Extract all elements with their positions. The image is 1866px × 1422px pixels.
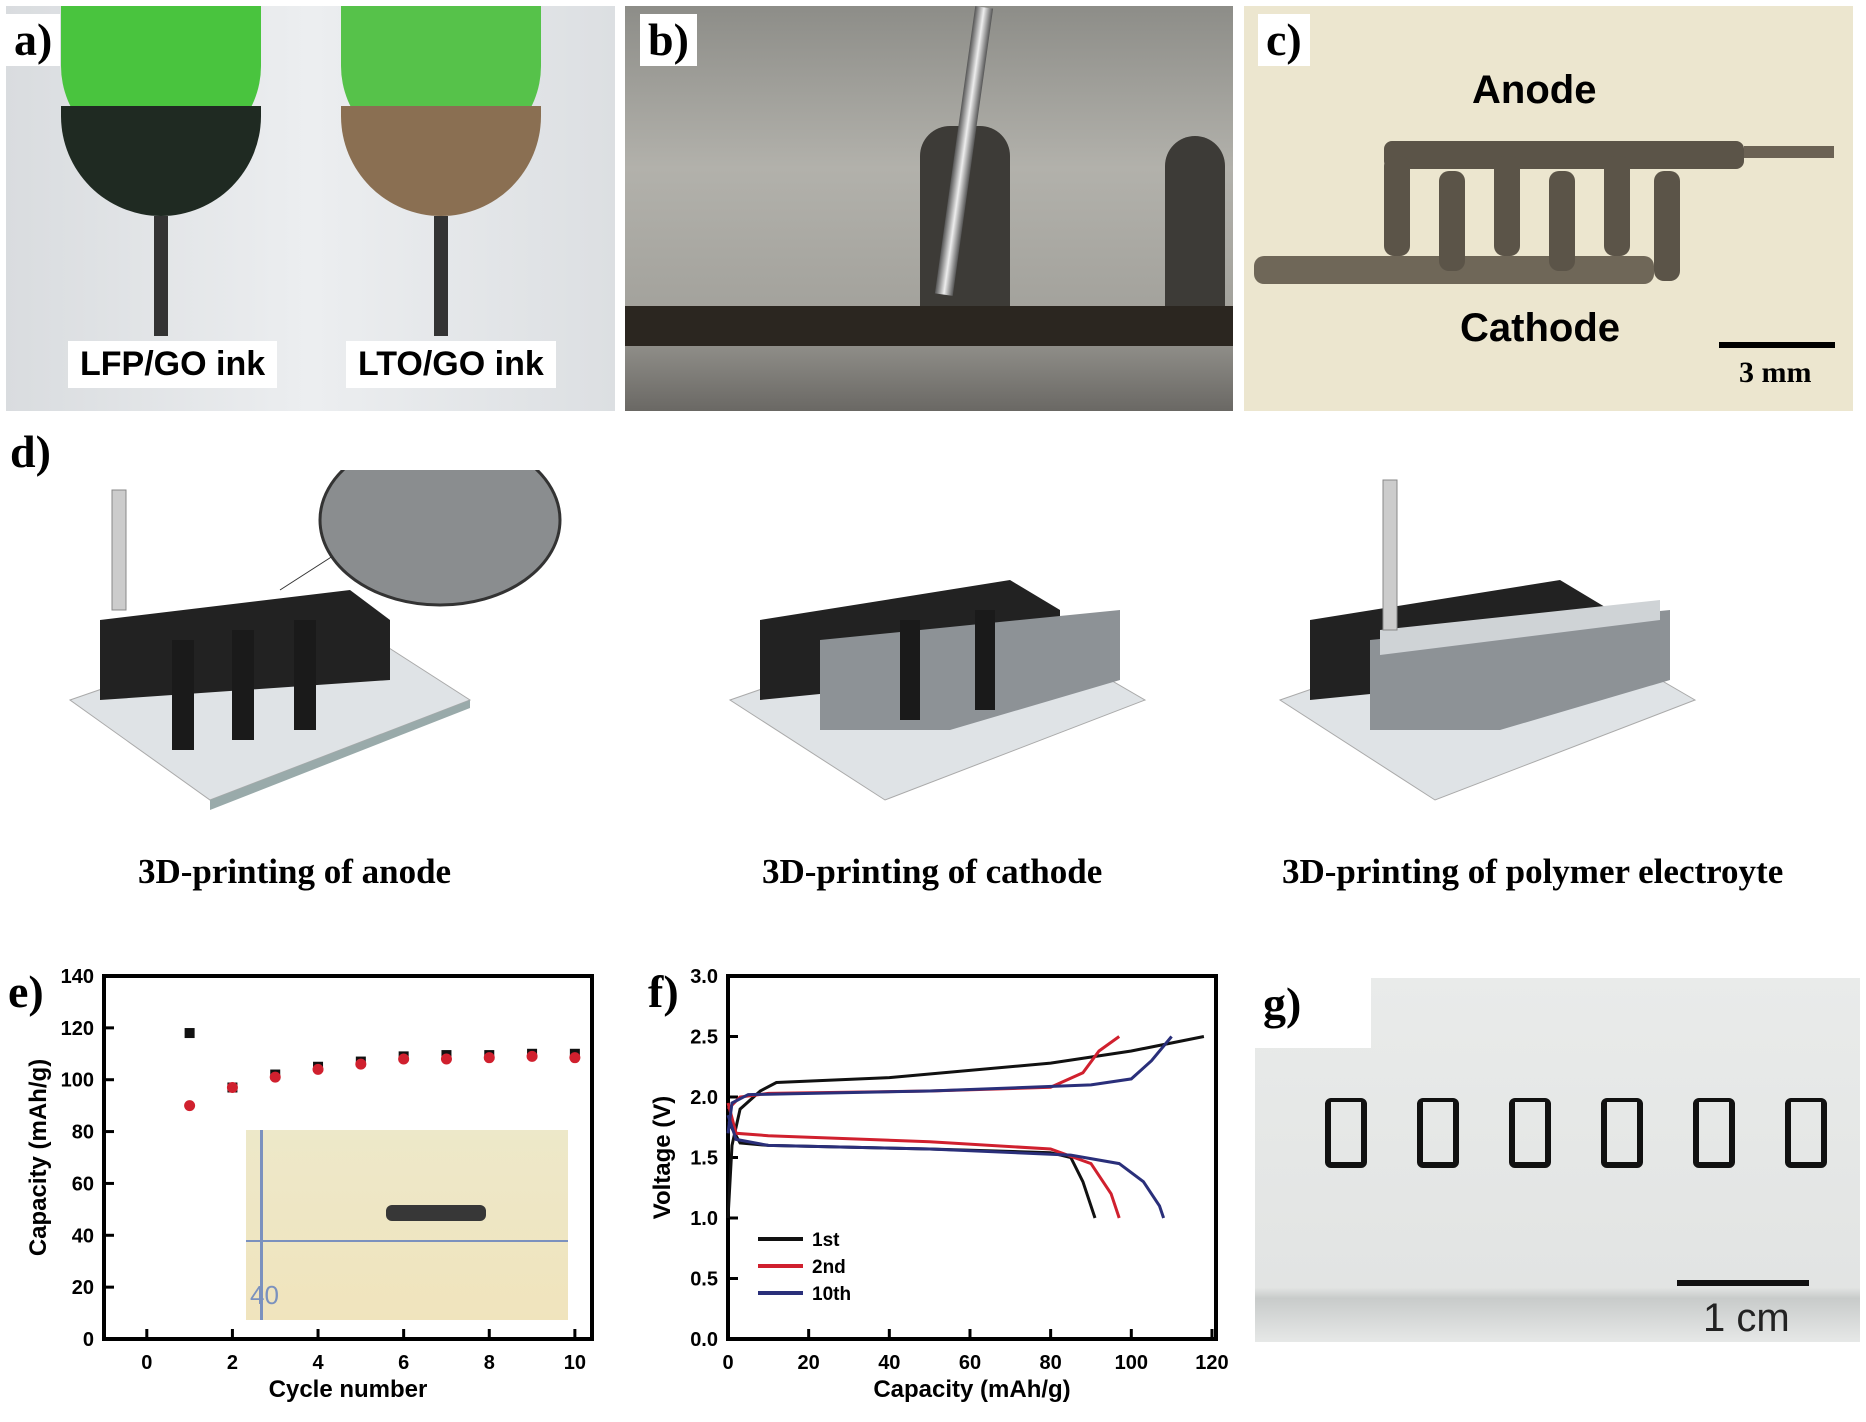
printed-cell — [1325, 1098, 1367, 1168]
schematic-d — [68, 470, 1697, 810]
x-tick-label: 2 — [227, 1352, 238, 1374]
y-tick-label: 0 — [83, 1329, 94, 1351]
chart-f: 0 20 40 60 80 100 120 0.0 0.5 1.0 1.5 2.0 2.5 3.0Capa… — [649, 966, 1229, 1403]
data-point-circle — [440, 1053, 452, 1065]
x-tick-label: 60 — [959, 1352, 981, 1374]
panel-label-b: b) — [640, 14, 697, 66]
lto-ink — [341, 106, 541, 216]
caption-electrolyte: 3D-printing of polymer electroyte — [1282, 852, 1784, 891]
y-tick-label: 2.0 — [690, 1087, 718, 1109]
scale-label-g: 1 cm — [1703, 1296, 1790, 1340]
series-line-2nd-discharge — [726, 1102, 1121, 1219]
anode-structure — [1384, 141, 1744, 169]
y-tick-label: 1.0 — [690, 1208, 718, 1230]
x-tick-label: 8 — [484, 1352, 495, 1374]
data-point-circle — [226, 1081, 238, 1093]
y-tick-label: 100 — [61, 1070, 94, 1092]
data-point-circle — [483, 1052, 495, 1064]
caption-anode: 3D-printing of anode — [138, 852, 452, 891]
y-axis-label: Voltage (V) — [649, 1096, 676, 1220]
x-tick-label: 0 — [722, 1352, 733, 1374]
panel-label-f: f) — [648, 966, 679, 1017]
y-tick-label: 40 — [72, 1225, 94, 1247]
caption-cathode: 3D-printing of cathode — [762, 852, 1103, 891]
data-point-circle — [312, 1063, 324, 1075]
data-point-circle — [355, 1058, 367, 1070]
y-axis-label: Capacity (mAh/g) — [25, 1059, 52, 1256]
data-point-circle — [398, 1053, 410, 1065]
printed-cell — [1601, 1098, 1643, 1168]
legend-label: 10th — [812, 1284, 851, 1305]
anode-label: Anode — [1472, 68, 1597, 112]
schematic-cathode — [728, 580, 1147, 801]
x-tick-label: 10 — [564, 1352, 586, 1374]
inset-photo-e: 40 — [246, 1130, 568, 1320]
printed-cell — [1785, 1098, 1827, 1168]
ruler-text: 40 — [250, 1280, 279, 1310]
x-tick-label: 20 — [798, 1352, 820, 1374]
x-tick-label: 100 — [1115, 1352, 1148, 1374]
panel-label-g: g) — [1255, 978, 1371, 1048]
printed-cell — [1417, 1098, 1459, 1168]
schematic-electrolyte — [1278, 479, 1697, 801]
y-tick-label: 0.5 — [690, 1269, 718, 1291]
series-line-10th-charge — [726, 1035, 1173, 1134]
data-point-circle — [526, 1050, 538, 1062]
lto-ink-label: LTO/GO ink — [346, 341, 556, 388]
panel-label-a: a) — [6, 14, 61, 66]
photo-c-printed-electrodes: Anode Cathode 3 mm — [1244, 6, 1853, 411]
printed-cell — [1509, 1098, 1551, 1168]
printed-battery — [386, 1205, 486, 1221]
data-point-circle — [569, 1052, 581, 1064]
photo-a-ink-syringes: LFP/GO ink LTO/GO ink — [6, 6, 615, 411]
x-tick-label: 0 — [141, 1352, 152, 1374]
plot-frame — [102, 974, 594, 1341]
series-line-2nd-charge — [726, 1035, 1121, 1111]
data-point-circle — [184, 1100, 196, 1112]
legend-label: 2nd — [812, 1257, 846, 1278]
panel-label-c: c) — [1258, 14, 1310, 66]
schematic-anode — [68, 470, 562, 810]
x-tick-label: 6 — [398, 1352, 409, 1374]
y-tick-label: 20 — [72, 1277, 94, 1299]
y-tick-label: 0.0 — [690, 1329, 718, 1351]
x-tick-label: 4 — [312, 1352, 324, 1374]
y-tick-label: 2.5 — [690, 1027, 718, 1049]
data-point-square — [184, 1028, 195, 1039]
printed-cell — [1693, 1098, 1735, 1168]
scale-bar-c — [1719, 342, 1835, 348]
scale-label-c: 3 mm — [1739, 356, 1812, 389]
y-tick-label: 120 — [61, 1018, 94, 1040]
x-axis-label: Capacity (mAh/g) — [873, 1376, 1070, 1403]
panel-label-e: e) — [8, 966, 44, 1017]
photo-b-printing — [625, 6, 1233, 411]
x-tick-label: 80 — [1040, 1352, 1062, 1374]
y-tick-label: 80 — [72, 1122, 94, 1144]
y-tick-label: 60 — [72, 1173, 94, 1195]
lfp-ink — [61, 106, 261, 216]
series-line-10th-discharge — [726, 1114, 1166, 1219]
lfp-ink-label: LFP/GO ink — [68, 341, 278, 388]
cathode-label: Cathode — [1460, 306, 1620, 350]
x-axis-label: Cycle number — [269, 1376, 428, 1403]
x-tick-label: 40 — [878, 1352, 900, 1374]
data-point-circle — [269, 1071, 281, 1083]
y-tick-label: 3.0 — [690, 966, 718, 988]
plot-frame — [726, 974, 1218, 1341]
panel-label-d: d) — [2, 426, 59, 478]
y-tick-label: 140 — [61, 966, 94, 988]
sem-inset-icon — [318, 470, 562, 607]
scale-bar-g — [1677, 1280, 1809, 1286]
y-tick-label: 1.5 — [690, 1148, 718, 1170]
series-line-1st-charge — [726, 1035, 1205, 1219]
legend-label: 1st — [812, 1230, 840, 1251]
x-tick-label: 120 — [1195, 1352, 1228, 1374]
